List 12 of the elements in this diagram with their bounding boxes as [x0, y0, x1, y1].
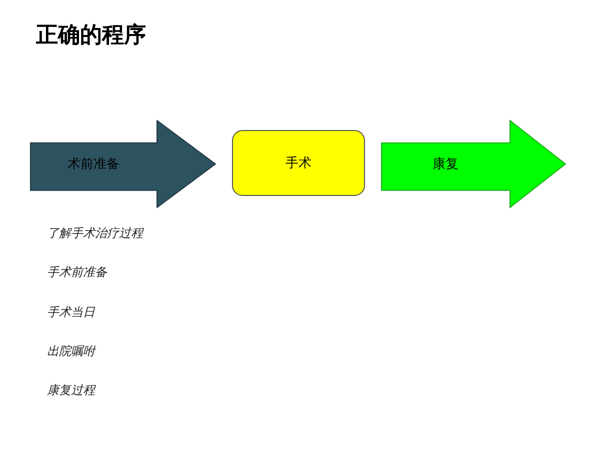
node-label: 康复	[432, 156, 458, 173]
list-item: 康复过程	[47, 382, 95, 400]
arrow-shape	[30, 120, 216, 208]
list-item: 出院嘱咐	[47, 342, 95, 360]
arrow-shape	[381, 120, 566, 208]
node-label: 术前准备	[68, 156, 120, 173]
list-item: 手术前准备	[47, 264, 107, 282]
node-label: 手术	[286, 155, 312, 172]
list-item: 了解手术治疗过程	[47, 225, 143, 242]
process-box	[232, 130, 365, 196]
title: 正确的程序	[36, 22, 146, 50]
list-item: 手术当日	[47, 304, 95, 321]
